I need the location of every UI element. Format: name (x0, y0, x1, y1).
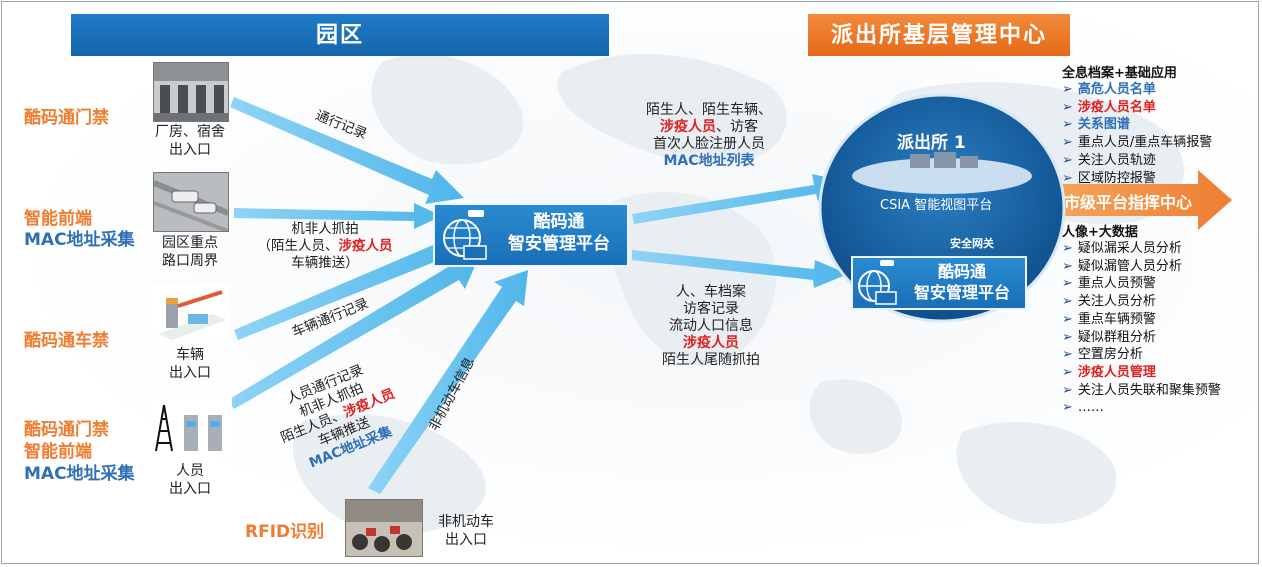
arrow-city-command (1058, 170, 1232, 230)
arrow-platform-to-police-lower (632, 250, 848, 288)
crossing-camera-photo (153, 172, 229, 232)
list-item-text: 重点车辆预警 (1077, 311, 1156, 327)
chevron-right-icon: ➢ (1062, 382, 1073, 398)
park-banner: 园区 (71, 14, 609, 56)
list-item: ➢区域防控报警 (1062, 170, 1260, 188)
list-top-title: 全息档案+基础应用 (1062, 66, 1177, 81)
label-mac-collect-2: MAC地址采集 (24, 464, 135, 484)
list-item: ➢关注人员分析 (1062, 293, 1260, 311)
caption-nonmotor: 非机动车 出入口 (438, 514, 494, 548)
caption-factory: 厂房、宿舍 出入口 (155, 124, 225, 158)
list-bottom-title: 人像+大数据 (1062, 225, 1138, 240)
right-list-bottom: 人像+大数据 ➢疑似漏采人员分析➢疑似漏管人员分析➢重点人员预警➢关注人员分析➢… (1062, 221, 1260, 417)
arrow-nonmotor-to-platform (368, 270, 528, 494)
chevron-right-icon: ➢ (1062, 347, 1073, 363)
nonmotor-gate-photo (345, 499, 423, 557)
caption-person: 人员 出入口 (169, 463, 211, 497)
list-item: ➢关系图谱 (1062, 116, 1260, 134)
globe-laptop-icon (443, 210, 487, 260)
chevron-right-icon: ➢ (1062, 364, 1073, 380)
arrow-platform-to-police-upper (632, 174, 848, 224)
chevron-right-icon: ➢ (1062, 276, 1073, 292)
list-item: ➢涉疫人员管理 (1062, 364, 1260, 382)
list-item: ➢疑似群租分析 (1062, 329, 1260, 347)
factory-gate-photo (153, 62, 229, 122)
vehicle-barrier-icon (152, 284, 230, 342)
right-list-top: 全息档案+基础应用 ➢高危人员名单➢涉疫人员名单➢关系图谱➢重点人员/重点车辆报… (1062, 62, 1260, 187)
csia-platform-label: CSIA 智能视图平台 (880, 198, 993, 213)
label-kumatong-door-2: 酷码通门禁 (24, 420, 109, 440)
police-station-title: 派出所 1 (897, 133, 966, 153)
list-item: ➢关注人员轨迹 (1062, 152, 1260, 170)
list-item-text: 疑似群租分析 (1077, 329, 1156, 345)
list-item-text: 关注人员失联和聚集预警 (1077, 382, 1221, 398)
list-item-text: 重点人员/重点车辆报警 (1077, 135, 1213, 151)
chevron-right-icon: ➢ (1062, 329, 1073, 345)
list-item-text: 疑似漏管人员分析 (1077, 258, 1182, 274)
central-platform-title: 酷码通 智安管理平台 (508, 212, 610, 254)
list-item: ➢关注人员失联和聚集预警 (1062, 382, 1260, 400)
city-command-label: 市级平台指挥中心 (1064, 193, 1193, 212)
chevron-right-icon: ➢ (1062, 258, 1073, 274)
arrow-vehicle-to-platform (234, 233, 474, 340)
list-item-text: 重点人员预警 (1077, 276, 1156, 292)
list-item-text: 空置房分析 (1077, 347, 1143, 363)
chevron-right-icon: ➢ (1062, 99, 1073, 115)
list-item-text: 高危人员名单 (1077, 82, 1156, 97)
list-item-text: 涉疫人员名单 (1077, 99, 1156, 115)
list-item: ➢ 疑似漏采人员分析 (1062, 240, 1260, 258)
label-rfid: RFID识别 (245, 522, 325, 542)
list-item: ➢涉疫人员名单 (1062, 99, 1260, 117)
chevron-right-icon: ➢ (1062, 82, 1073, 97)
text-lower-flow: 人、车档案 访客记录 流动人口信息 涉疫人员 陌生人尾随抓拍 (662, 284, 760, 368)
list-item-text: 关系图谱 (1077, 117, 1130, 133)
list-item: ➢ 高危人员名单 (1062, 81, 1260, 99)
police-globe-laptop-icon (858, 260, 897, 305)
text-upper-flow: 陌生人、陌生车辆、 涉疫人员、访客 首次人脸注册人员 MAC地址列表 (646, 102, 772, 169)
security-gateway-label: 安全网关 (950, 237, 994, 250)
chevron-right-icon: ➢ (1062, 135, 1073, 151)
list-item: ➢重点人员/重点车辆报警 (1062, 134, 1260, 152)
label-kumatong-vehicle: 酷码通车禁 (24, 331, 109, 351)
police-platform-title: 酷码通 智安管理平台 (913, 262, 1010, 302)
chevron-right-icon: ➢ (1062, 400, 1073, 416)
caption-vehicle: 车辆 出入口 (169, 347, 211, 381)
person-gate-icon (152, 397, 232, 455)
label-smart-front: 智能前端 (24, 209, 92, 229)
chevron-right-icon: ➢ (1062, 241, 1073, 256)
list-item: ➢重点车辆预警 (1062, 311, 1260, 329)
list-item: ➢…… (1062, 399, 1260, 417)
list-item-text: 关注人员轨迹 (1077, 152, 1156, 168)
text-nonmotor-capture: 机非人抓拍 （陌生人员、涉疫人员 车辆推送） (257, 221, 393, 271)
arrow-factory-to-platform (230, 97, 464, 204)
label-mac-collect: MAC地址采集 (24, 230, 135, 250)
label-kumatong-door: 酷码通门禁 (24, 108, 109, 128)
chevron-right-icon: ➢ (1062, 311, 1073, 327)
list-item: ➢重点人员预警 (1062, 275, 1260, 293)
label-smart-front-2: 智能前端 (24, 442, 92, 462)
list-item: ➢疑似漏管人员分析 (1062, 258, 1260, 276)
list-item: ➢空置房分析 (1062, 346, 1260, 364)
chevron-right-icon: ➢ (1062, 294, 1073, 310)
chevron-right-icon: ➢ (1062, 117, 1073, 133)
arrow-person-to-platform (228, 254, 480, 409)
list-item-text: …… (1077, 400, 1104, 416)
chevron-right-icon: ➢ (1062, 152, 1073, 168)
list-item-text: 区域防控报警 (1077, 170, 1156, 186)
arrow-crossing-to-platform (234, 203, 442, 229)
list-item-text: 涉疫人员管理 (1077, 364, 1156, 380)
police-center-banner: 派出所基层管理中心 (808, 14, 1070, 56)
chevron-right-icon: ➢ (1062, 170, 1073, 186)
list-item-text: 关注人员分析 (1077, 294, 1156, 310)
caption-crossing: 园区重点 路口周界 (162, 235, 218, 269)
list-item-text: 疑似漏采人员分析 (1077, 241, 1182, 256)
